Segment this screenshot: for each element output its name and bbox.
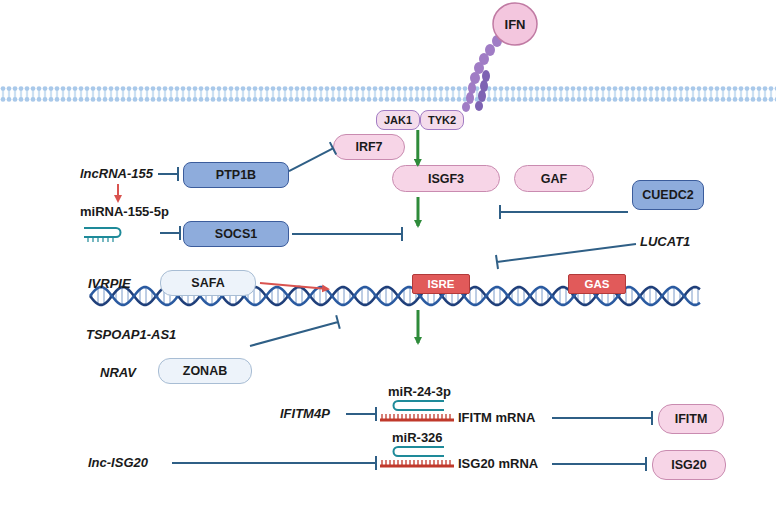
lncrna-name: lnc-ISG20 [88, 455, 148, 470]
inhibition-line [552, 411, 652, 425]
promotion-arrow [260, 283, 328, 289]
pseudogene-name: IFITM4P [280, 406, 330, 421]
dna-rung [296, 288, 297, 304]
node-text: JAK1 [384, 114, 412, 126]
dna-rung [560, 288, 561, 304]
node-text: SAFA [191, 276, 224, 290]
effector-box: IFITM [658, 404, 724, 434]
dna-rung [566, 288, 567, 304]
dna-rung [632, 288, 633, 304]
dna-rung [674, 287, 675, 305]
inhibition-line [250, 315, 340, 346]
lncrna-name: lncRNA-155 [80, 166, 153, 181]
inhibition-line [292, 227, 402, 241]
mrna-strand [380, 419, 454, 422]
connector-line [289, 148, 333, 171]
dna-rung [302, 288, 303, 304]
promoter-element: GAS [568, 274, 626, 294]
dna-rung [410, 287, 411, 305]
node-text: GAS [585, 278, 610, 290]
binding-protein-box: ZONAB [158, 358, 252, 384]
node-text: ISGF3 [428, 172, 464, 186]
mirna-strand [394, 401, 445, 410]
ifn-receptor [462, 35, 502, 112]
complex-box: GAF [514, 165, 594, 192]
node-text: TYK2 [428, 114, 456, 126]
processing-arrow [117, 184, 119, 201]
ligand-circle: IFN [492, 2, 538, 46]
node-text: IFN [505, 17, 526, 32]
dna-rung [146, 287, 147, 305]
inhibition-line [500, 205, 628, 219]
lncrna-name: LUCAT1 [640, 234, 690, 249]
mirna-mrna-duplex [380, 447, 454, 466]
node-text: GAF [541, 172, 567, 186]
kinase-box: TYK2 [420, 110, 464, 130]
mirna-mrna-duplex [380, 401, 454, 420]
kinase-box: JAK1 [376, 110, 420, 130]
dna-rung [476, 287, 477, 305]
dna-rung [494, 288, 495, 304]
dna-rung [386, 287, 387, 305]
activation-arrow [417, 310, 420, 343]
node-text: SOCS1 [215, 227, 257, 241]
regulator-box: CUEDC2 [632, 180, 704, 210]
mirna-name: miR-326 [392, 430, 443, 445]
effector-box: ISG20 [652, 450, 726, 480]
lncrna-name: IVRPIE [88, 276, 131, 291]
protein-box: IRF7 [333, 134, 405, 160]
inhibition-line [496, 244, 636, 269]
connector-line [416, 130, 419, 165]
lncrna-name: NRAV [100, 365, 136, 380]
inhibition-connector [289, 142, 336, 171]
dna-rung [344, 287, 345, 305]
mrna-name: IFITM mRNA [458, 410, 535, 425]
inhibition-line [552, 457, 646, 471]
dna-rung [518, 287, 519, 305]
activation-arrow [417, 197, 420, 226]
regulator-box: SOCS1 [183, 221, 289, 247]
inhibition-line [158, 167, 178, 181]
mirna-strand [394, 447, 445, 456]
inhibition-line [160, 226, 180, 240]
complex-box: ISGF3 [392, 165, 500, 192]
inhibition-lines [158, 167, 652, 471]
dna-rung [500, 288, 501, 304]
node-text: IRF7 [355, 140, 382, 154]
dna-rung [698, 288, 699, 304]
promoter-element: ISRE [412, 274, 470, 294]
inhibition-line [346, 407, 376, 421]
phosphatase-box: PTP1B [183, 162, 289, 188]
mrna-strand [380, 465, 454, 468]
dna-rung [320, 287, 321, 305]
node-text: CUEDC2 [642, 188, 693, 202]
node-text: ISG20 [671, 458, 706, 472]
cell-membrane [0, 86, 776, 102]
activation-connector [417, 130, 418, 165]
mirna-name: miRNA-155-5p [80, 204, 169, 219]
inhibition-line [172, 456, 376, 470]
node-text: ISRE [428, 278, 455, 290]
node-text: IFITM [675, 412, 708, 426]
lncrna-name: TSPOAP1-AS1 [86, 327, 176, 342]
mirna-hairpin [84, 228, 121, 242]
mirna-name: miR-24-3p [388, 384, 451, 399]
dna-rung [692, 288, 693, 304]
dna-rung [278, 287, 279, 305]
dna-rung [368, 288, 369, 304]
dna-rung [542, 287, 543, 305]
dna-rung [362, 288, 363, 304]
inhibition-bar [330, 142, 336, 154]
dna-rung [650, 287, 651, 305]
mrna-name: ISG20 mRNA [458, 456, 538, 471]
binding-protein-box: SAFA [160, 270, 256, 296]
node-text: ZONAB [183, 364, 227, 378]
node-text: PTP1B [216, 168, 256, 182]
